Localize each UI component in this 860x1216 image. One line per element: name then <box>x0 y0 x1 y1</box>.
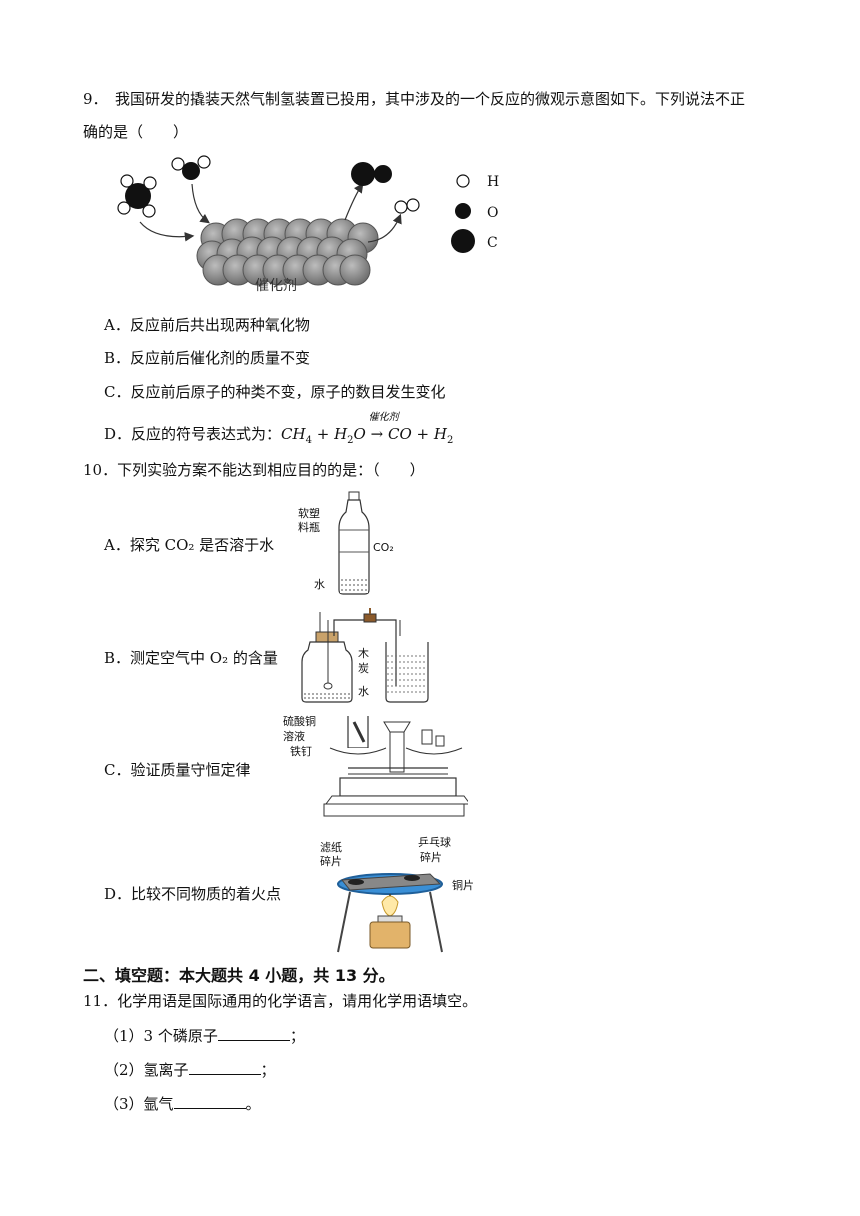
eq-plus-h: + H <box>311 425 348 443</box>
q9-option-b[interactable]: B．反应前后催化剂的质量不变 <box>104 349 311 367</box>
q10-option-d[interactable]: D．比较不同物质的着火点 <box>104 885 282 903</box>
catalyst-spheres <box>196 218 379 286</box>
fig-c-solution-label2: 溶液 <box>283 730 305 743</box>
eq-ch-sub: 4 <box>305 435 312 446</box>
fig-c-balance <box>323 716 468 817</box>
q9-option-d[interactable]: D．反应的符号表达式为：CH4 + H2O 催化剂→ CO + H2 <box>104 412 454 451</box>
fig-a-water-label: 水 <box>314 578 325 591</box>
fig-c-nail-label: 铁钉 <box>290 745 312 758</box>
fig-b-charcoal-label1: 木 <box>358 647 369 660</box>
q9-option-d-prefix: D．反应的符号表达式为： <box>104 425 282 443</box>
fig-d-ball-label2: 碎片 <box>420 851 442 864</box>
q11-item-2: （2）氢离子 ； <box>104 1060 276 1080</box>
legend-c-label: C <box>487 235 498 251</box>
q11-item-1-prefix: （1）3 个磷原子 <box>104 1027 218 1045</box>
q11-item-1-suffix: ； <box>289 1027 305 1045</box>
q9-stem-line2: 确的是（ ） <box>83 123 189 141</box>
fig-b-water-label: 水 <box>358 685 369 698</box>
q11-stem: 11．化学用语是国际通用的化学语言，请用化学用语填空。 <box>83 992 478 1010</box>
q11-item-3-suffix: 。 <box>245 1095 261 1113</box>
arrow-in-2 <box>191 183 210 224</box>
eq-o: O <box>353 425 366 443</box>
fig-c-solution-label1: 硫酸铜 <box>283 715 316 728</box>
q11-item-2-prefix: （2）氢离子 <box>104 1061 189 1079</box>
fig-d-copper-label: 铜片 <box>452 879 474 892</box>
eq-right-sub: 2 <box>446 435 454 446</box>
fig-b-charcoal-label2: 炭 <box>358 662 369 675</box>
section-2-title: 二、填空题：本大题共 4 小题，共 13 分。 <box>83 966 395 985</box>
q10-option-a[interactable]: A．探究 CO₂ 是否溶于水 <box>104 536 275 554</box>
co-molecule <box>351 162 392 186</box>
h2o-molecule <box>171 155 211 180</box>
q11-item-3: （3）氩气 。 <box>104 1094 261 1114</box>
q9-option-c[interactable]: C．反应前后原子的种类不变，原子的数目发生变化 <box>104 383 446 401</box>
eq-ch: CH <box>281 425 306 443</box>
fig-a-bottle-label1: 软塑 <box>298 507 320 520</box>
fig-d-ignition <box>337 873 443 953</box>
q11-answer-blank-1[interactable] <box>217 1026 290 1041</box>
fig-d-paper-label1: 滤纸 <box>320 841 342 854</box>
eq-arrow: → <box>370 425 384 443</box>
q10-option-b[interactable]: B．测定空气中 O₂ 的含量 <box>104 649 278 667</box>
ch4-molecule <box>117 174 157 218</box>
q9-option-a[interactable]: A．反应前后共出现两种氧化物 <box>104 316 310 334</box>
fig-a-bottle <box>338 491 370 595</box>
arrow-out-1 <box>344 183 364 221</box>
fig-b-apparatus <box>301 608 429 703</box>
q10-stem: 10．下列实验方案不能达到相应目的的是：（ ） <box>83 461 425 479</box>
q11-item-3-prefix: （3）氩气 <box>104 1095 174 1113</box>
arrow-in-1 <box>139 221 195 242</box>
atom-legend <box>451 174 475 253</box>
fig-d-ball-label1: 乒乓球 <box>418 836 451 849</box>
eq-right: CO + H <box>387 425 447 443</box>
fig-d-paper-label2: 碎片 <box>320 855 342 868</box>
catalyst-label: 催化剂 <box>255 278 297 294</box>
q11-answer-blank-3[interactable] <box>173 1094 246 1109</box>
q11-item-1: （1）3 个磷原子 ； <box>104 1026 305 1046</box>
q10-option-c[interactable]: C．验证质量守恒定律 <box>104 761 251 779</box>
legend-o-label: O <box>487 205 499 221</box>
legend-h-label: H <box>487 174 500 190</box>
h2-molecule <box>394 198 420 214</box>
eq-catalyst-over: 催化剂 <box>368 412 399 423</box>
q9-reaction-figure <box>117 155 475 286</box>
fig-a-gas-label: CO₂ <box>373 541 394 554</box>
q11-answer-blank-2[interactable] <box>188 1060 261 1075</box>
arrow-out-2 <box>367 213 402 243</box>
fig-a-bottle-label2: 料瓶 <box>298 521 320 534</box>
q11-item-2-suffix: ； <box>260 1061 276 1079</box>
q9-stem-line1: 9． 我国研发的撬装天然气制氢装置已投用，其中涉及的一个反应的微观示意图如下。下… <box>83 90 746 108</box>
eq-h2o-sub: 2 <box>347 435 354 446</box>
